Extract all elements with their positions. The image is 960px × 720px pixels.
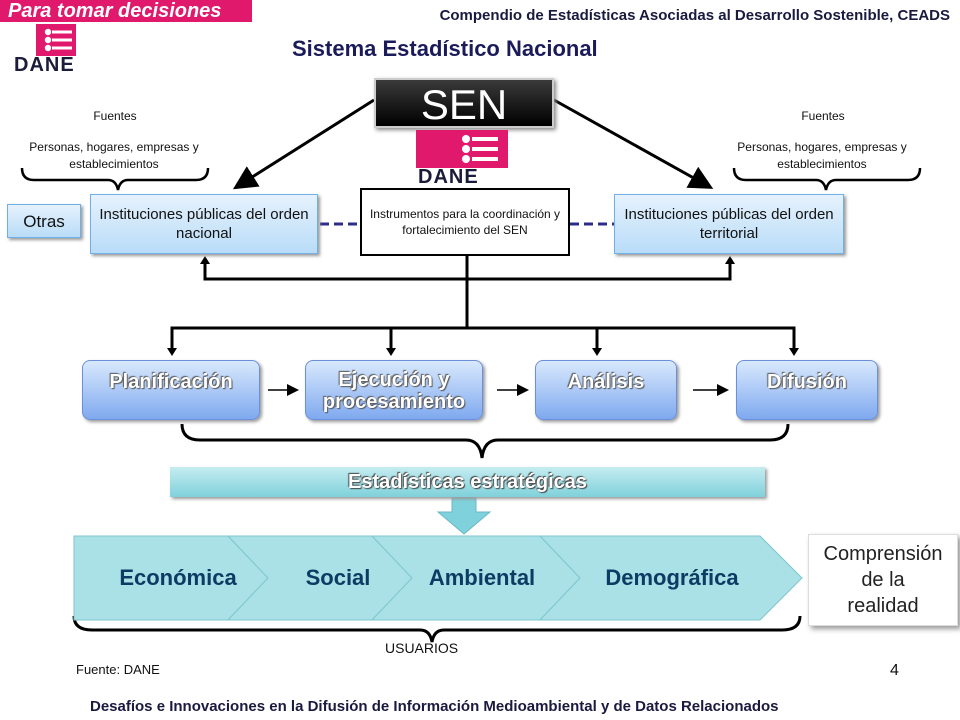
process-analisis: Análisis xyxy=(535,360,677,420)
inst-territorial-box: Instituciones públicas del orden territo… xyxy=(614,194,844,254)
category-social: Social xyxy=(305,565,371,590)
sen-dane-logo: DANE xyxy=(416,130,512,188)
chevron-band xyxy=(73,535,803,621)
dane-logo-text: DANE xyxy=(14,54,75,76)
comprension-text: Comprensión de la realidad xyxy=(823,543,943,617)
sen-dane-text: DANE xyxy=(418,166,479,188)
source-note: Fuente: DANE xyxy=(76,662,160,677)
page-number: 4 xyxy=(890,662,899,679)
process-planificacion: Planificación xyxy=(82,360,260,420)
comprension-realidad-box: Comprensión de la realidad xyxy=(808,534,958,626)
fuentes-right-title: Fuentes xyxy=(801,109,845,123)
estadisticas-estrategicas: Estadísticas estratégicas xyxy=(170,467,765,497)
header-banner: Para tomar decisiones xyxy=(0,0,252,22)
sen-box: SEN xyxy=(374,78,554,128)
inst-nacional-box: Instituciones públicas del orden naciona… xyxy=(90,194,318,254)
fuentes-left-text: Personas, hogares, empresas y establecim… xyxy=(29,140,199,171)
dane-logo: DANE xyxy=(14,24,96,76)
process-difusion: Difusión xyxy=(736,360,878,420)
category-economica: Económica xyxy=(119,565,237,590)
footer-text: Desafíos e Innovaciones en la Difusión d… xyxy=(90,698,779,715)
otras-box: Otras xyxy=(7,204,81,238)
page-title: Sistema Estadístico Nacional xyxy=(292,36,598,61)
fuentes-left-title: Fuentes xyxy=(93,109,137,123)
process-ejecucion: Ejecución y procesamiento xyxy=(305,360,483,420)
category-ambiental: Ambiental xyxy=(428,565,536,590)
compendio-header: Compendio de Estadísticas Asociadas al D… xyxy=(439,7,950,24)
category-demografica: Demográfica xyxy=(605,565,739,590)
coordination-box: Instrumentos para la coordinación y fort… xyxy=(360,188,570,256)
usuarios-label: USUARIOS xyxy=(385,640,459,656)
fuentes-right-text: Personas, hogares, empresas y establecim… xyxy=(737,140,907,171)
dane-logo-icon xyxy=(416,130,508,168)
dane-logo-icon xyxy=(36,24,76,56)
